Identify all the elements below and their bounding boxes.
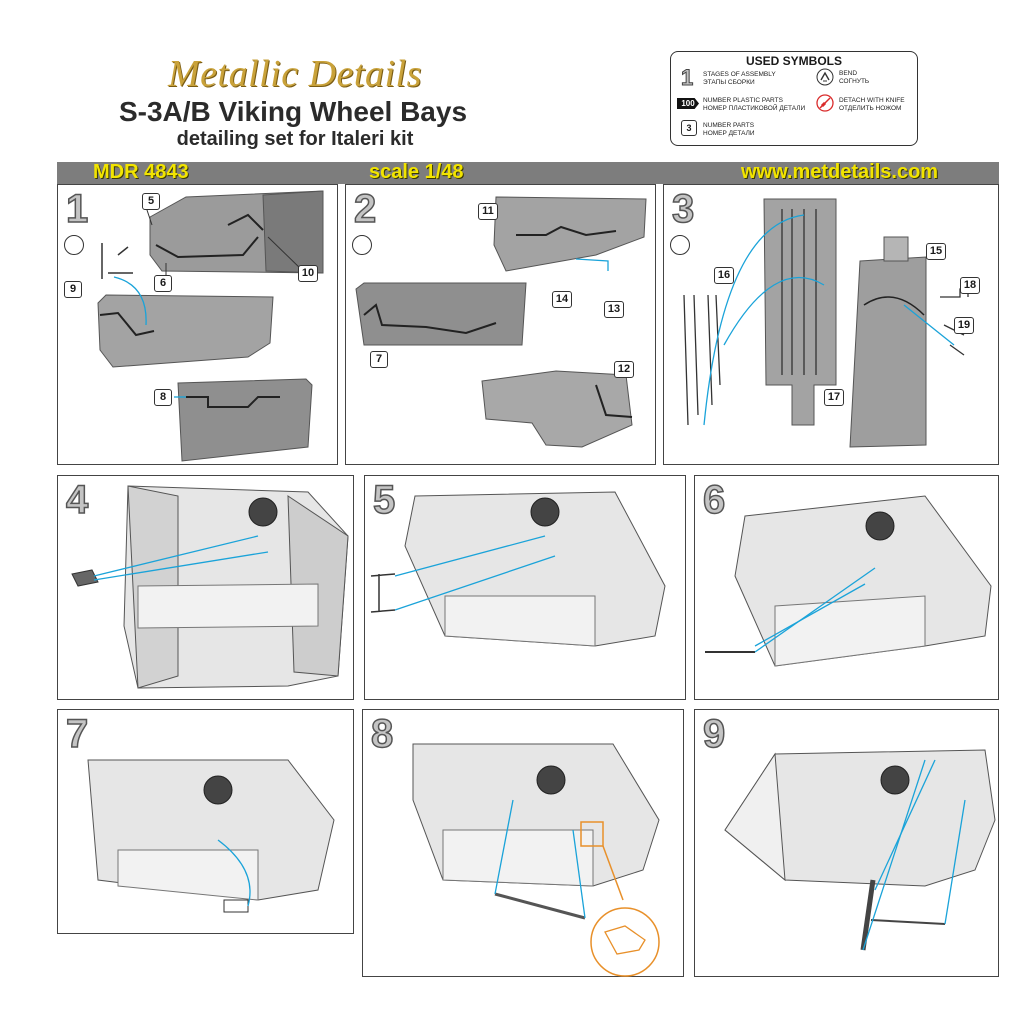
- part-callout-18: 18: [960, 277, 980, 294]
- legend-parts-en: NUMBER PARTS: [703, 122, 755, 129]
- step-7-diagram: [87, 759, 335, 913]
- step-8-panel: 8: [362, 709, 684, 977]
- scale-label: scale 1/48: [369, 161, 464, 183]
- step-8-number: 8: [370, 711, 394, 757]
- legend-plastic: NUMBER PLASTIC PARTS НОМЕР ПЛАСТИКОВОЙ Д…: [703, 97, 805, 113]
- legend-stages-ru: ЭТАПЫ СБОРКИ: [703, 79, 755, 86]
- step-1-panel: 1 5 6 10 9 8: [57, 184, 338, 465]
- legend-bend: BEND СОГНУТЬ: [839, 70, 869, 86]
- step-4-diagram: [71, 485, 349, 689]
- step-5-panel: 5: [364, 475, 686, 700]
- part-callout-8: 8: [154, 389, 172, 406]
- step-1-number: 1: [65, 186, 89, 232]
- part-callout-5: 5: [142, 193, 160, 210]
- step-4-number: 4: [65, 477, 89, 523]
- legend-detach: DETACH WITH KNIFE ОТДЕЛИТЬ НОЖОМ: [839, 97, 905, 113]
- part-callout-13: 13: [604, 301, 624, 318]
- step-2-number: 2: [353, 186, 377, 232]
- stage-numeral-icon: 1: [681, 65, 694, 90]
- brand-logo: Metallic Details: [168, 53, 422, 95]
- website-link[interactable]: www.metdetails.com: [741, 161, 939, 183]
- step-8-diagram: [412, 743, 660, 977]
- part-callout-12: 12: [614, 361, 634, 378]
- legend-plastic-ru: НОМЕР ПЛАСТИКОВОЙ ДЕТАЛИ: [703, 105, 806, 112]
- step-2-diagram: [355, 196, 647, 448]
- step-5-diagram: [370, 491, 666, 647]
- product-code: MDR 4843: [93, 161, 189, 183]
- bend-icon: [670, 235, 690, 255]
- part-callout-16: 16: [714, 267, 734, 284]
- step-6-panel: 6: [694, 475, 999, 700]
- step-1-diagram: [97, 190, 324, 462]
- detach-knife-icon: [816, 94, 834, 112]
- part-callout-19: 19: [954, 317, 974, 334]
- step-6-diagram: [705, 495, 992, 667]
- document-title: S-3A/B Viking Wheel Bays: [118, 96, 468, 127]
- part-callout-17: 17: [824, 389, 844, 406]
- part-callout-7: 7: [370, 351, 388, 368]
- part-callout-6: 6: [154, 275, 172, 292]
- step-9-panel: 9: [694, 709, 999, 977]
- step-7-panel: 7: [57, 709, 354, 934]
- legend-bend-en: BEND: [839, 70, 858, 77]
- part-callout-15: 15: [926, 243, 946, 260]
- legend-detach-ru: ОТДЕЛИТЬ НОЖОМ: [839, 105, 902, 112]
- step-5-number: 5: [372, 477, 396, 523]
- bend-icon: [64, 235, 84, 255]
- info-banner: MDR 4843 scale 1/48 www.metdetails.com: [57, 161, 999, 184]
- legend-title: USED SYMBOLS: [745, 54, 842, 68]
- step-3-panel: 3 16 15 18 19 17: [663, 184, 999, 465]
- bend-icon: [816, 68, 834, 86]
- legend-parts-ru: НОМЕР ДЕТАЛИ: [703, 130, 755, 137]
- step-9-number: 9: [702, 711, 726, 757]
- step-6-number: 6: [702, 477, 726, 523]
- part-number-badge-icon: 3: [681, 120, 697, 136]
- step-7-number: 7: [65, 711, 89, 757]
- step-3-number: 3: [671, 186, 695, 232]
- part-callout-9: 9: [64, 281, 82, 298]
- step-4-panel: 4: [57, 475, 354, 700]
- step-9-diagram: [724, 749, 996, 951]
- part-callout-14: 14: [552, 291, 572, 308]
- document-subtitle: detailing set for Italeri kit: [176, 128, 414, 150]
- bend-icon: [352, 235, 372, 255]
- legend-detach-en: DETACH WITH KNIFE: [839, 97, 905, 104]
- part-callout-11: 11: [478, 203, 498, 220]
- step-3-diagram: [683, 198, 969, 448]
- legend-parts: NUMBER PARTS НОМЕР ДЕТАЛИ: [703, 122, 755, 138]
- legend-stages: STAGES OF ASSEMBLY ЭТАПЫ СБОРКИ: [703, 71, 776, 87]
- part-callout-10: 10: [298, 265, 318, 282]
- legend-stages-en: STAGES OF ASSEMBLY: [703, 71, 776, 78]
- plastic-part-badge-icon: 100: [677, 98, 699, 109]
- step-2-panel: 2 11 14 13 7 12: [345, 184, 656, 465]
- legend-bend-ru: СОГНУТЬ: [839, 78, 870, 85]
- legend-plastic-en: NUMBER PLASTIC PARTS: [703, 97, 783, 104]
- used-symbols-legend: USED SYMBOLS 1 STAGES OF ASSEMBLY ЭТАПЫ …: [670, 51, 918, 146]
